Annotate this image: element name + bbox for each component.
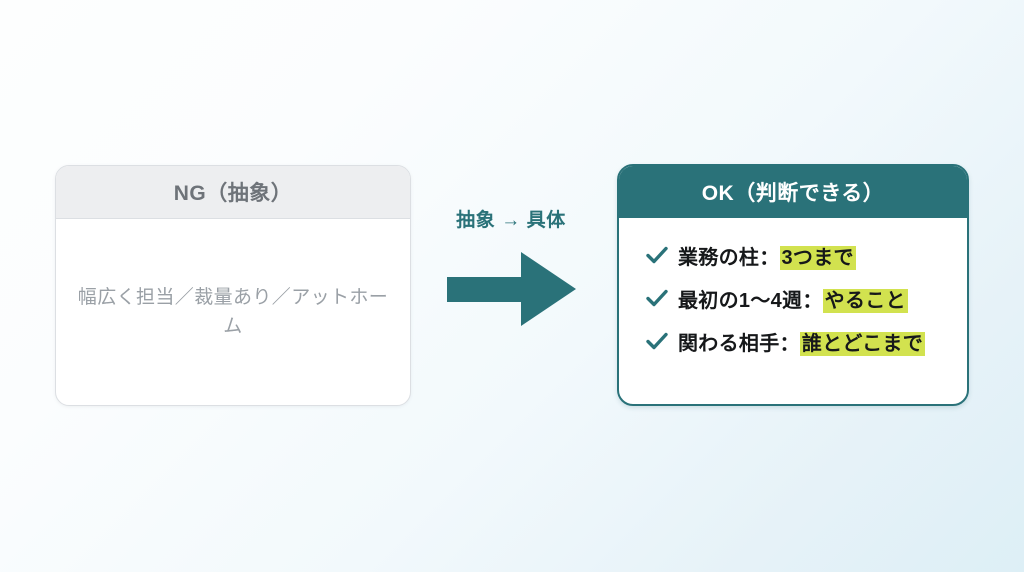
check-icon: [646, 289, 668, 307]
list-item-highlight: 誰とどこまで: [799, 331, 926, 356]
ng-card-body: 幅広く担当／裁量あり／アットホーム: [56, 219, 410, 405]
ng-card-header: NG（抽象）: [56, 166, 410, 219]
list-item: 業務の柱：3つまで: [645, 234, 967, 276]
list-item-text: 関わる相手：誰とどこまで: [678, 327, 926, 356]
list-item-text: 最初の1〜4週：やること: [678, 284, 908, 313]
ok-card-title: OK（判断できる）: [701, 182, 885, 205]
ok-card: OK（判断できる） 業務の柱：3つまで 最初の1〜4週：やること 関わる相手：誰…: [617, 164, 969, 406]
list-item: 関わる相手：誰とどこまで: [645, 320, 967, 362]
ng-card: NG（抽象） 幅広く担当／裁量あり／アットホーム: [55, 165, 411, 406]
list-item-highlight: 3つまで: [779, 245, 856, 270]
right-arrow-icon: [447, 252, 576, 326]
ng-card-title: NG（抽象）: [173, 182, 293, 205]
list-item-label: 業務の柱：: [678, 246, 780, 269]
list-item-label: 関わる相手：: [678, 332, 800, 355]
list-item: 最初の1〜4週：やること: [645, 277, 967, 319]
transition-arrow-group: 抽象 → 具体: [437, 205, 585, 331]
arrow-label: 抽象 → 具体: [456, 210, 566, 231]
ok-card-header: OK（判断できる）: [619, 166, 967, 218]
list-item-highlight: やること: [822, 288, 908, 313]
check-icon: [646, 332, 668, 350]
list-item-text: 業務の柱：3つまで: [678, 241, 856, 270]
list-item-label: 最初の1〜4週：: [678, 289, 823, 312]
check-icon: [646, 246, 668, 264]
ok-card-body: 業務の柱：3つまで 最初の1〜4週：やること 関わる相手：誰とどこまで: [619, 218, 967, 362]
ng-card-body-text: 幅広く担当／裁量あり／アットホーム: [77, 287, 389, 337]
